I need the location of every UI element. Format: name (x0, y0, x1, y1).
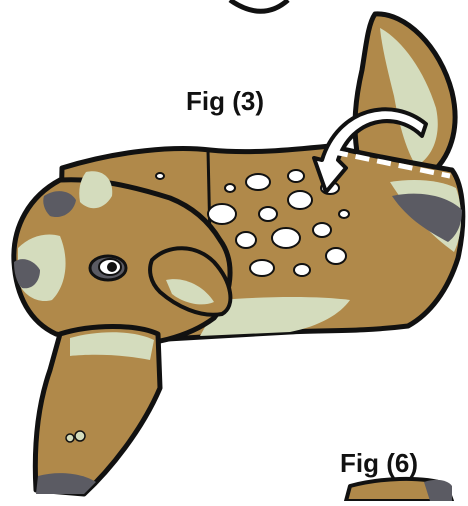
leg-piece (35, 327, 160, 495)
eye-icon (90, 256, 126, 280)
figure-3-label: Fig (3) (186, 86, 264, 117)
fig6-piece (346, 479, 452, 501)
figure-6-label: Fig (6) (340, 448, 418, 479)
top-piece-fragment (230, 0, 288, 11)
